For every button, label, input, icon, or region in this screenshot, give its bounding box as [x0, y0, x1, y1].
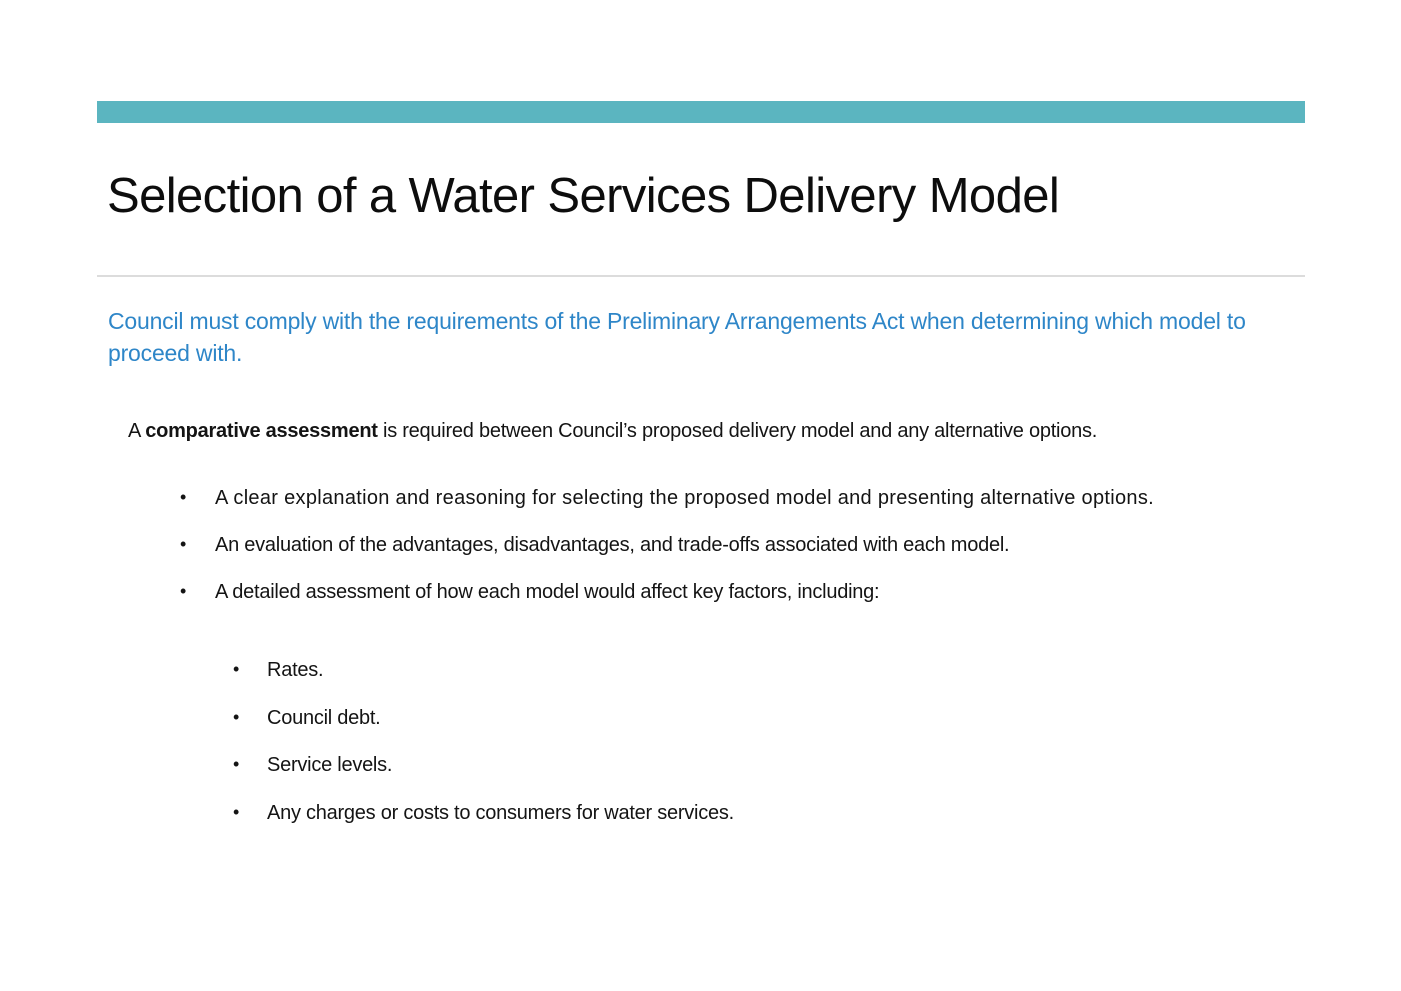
- sub-list-item-text: Any charges or costs to consumers for wa…: [267, 801, 734, 824]
- bullet-icon: •: [233, 801, 240, 822]
- bullet-icon: •: [233, 706, 240, 727]
- sub-list-item-text: Rates.: [267, 659, 324, 681]
- bullet-icon: •: [180, 581, 187, 601]
- bullet-icon: •: [180, 487, 187, 507]
- sub-list-item-text: Service levels.: [267, 754, 393, 776]
- list-item-text: A clear explanation and reasoning for se…: [215, 487, 1154, 509]
- sub-list-item: • Rates.: [233, 655, 1033, 685]
- accent-bar: [97, 101, 1305, 123]
- sub-list-item: • Any charges or costs to consumers for …: [233, 798, 1033, 828]
- bullet-icon: •: [180, 534, 187, 554]
- intro-suffix: is required between Council’s proposed d…: [377, 420, 1098, 442]
- sub-bullet-list: • Rates. • Council debt. • Service level…: [233, 655, 1033, 845]
- list-item-text: A detailed assessment of how each model …: [215, 581, 880, 603]
- sub-list-item: • Council debt.: [233, 703, 1033, 733]
- bullet-icon: •: [233, 659, 240, 679]
- list-item: • An evaluation of the advantages, disad…: [180, 530, 1192, 560]
- sub-list-item: • Service levels.: [233, 750, 1033, 780]
- intro-paragraph: A comparative assessment is required bet…: [128, 417, 1308, 445]
- bullet-icon: •: [233, 754, 240, 774]
- intro-bold-term: comparative assessment: [145, 420, 378, 442]
- list-item-text: An evaluation of the advantages, disadva…: [215, 534, 1010, 556]
- slide-title: Selection of a Water Services Delivery M…: [107, 169, 1060, 223]
- list-item: • A detailed assessment of how each mode…: [180, 577, 1192, 607]
- bullet-list: • A clear explanation and reasoning for …: [180, 483, 1192, 624]
- sub-list-item-text: Council debt.: [267, 706, 381, 729]
- intro-prefix: A: [128, 420, 146, 442]
- title-divider: [97, 275, 1305, 277]
- list-item: • A clear explanation and reasoning for …: [180, 483, 1192, 513]
- slide-subtitle: Council must comply with the requirement…: [108, 308, 1246, 366]
